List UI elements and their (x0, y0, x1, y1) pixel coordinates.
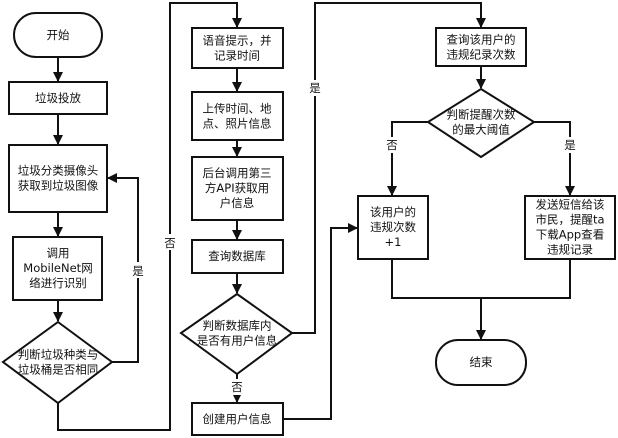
node-label-line: 创建用户信息 (203, 412, 272, 426)
label-user-no: 否 (231, 380, 243, 394)
node-label-judge-max: 判断提醒次数的最大阈值 (447, 108, 516, 137)
node-query-count (435, 27, 527, 67)
node-label-line: 垃圾分类摄像头 (18, 164, 99, 178)
label-max-yes: 是 (564, 138, 576, 152)
node-mobilenet (12, 236, 103, 301)
node-start (13, 12, 103, 58)
node-label-line: 查询该用户的 (447, 33, 516, 47)
node-label-line: 垃圾桶是否相同 (18, 363, 99, 377)
node-label-query-count: 查询该用户的违规纪录次数 (447, 33, 516, 62)
edge-create-increment (283, 223, 358, 420)
node-label-line: 下载App查看 (536, 228, 604, 242)
node-label-line: +1 (385, 235, 402, 249)
node-label-line: 违规纪录次数 (447, 48, 516, 62)
node-sms (524, 195, 616, 260)
node-label-line: 发送短信给该 (536, 198, 605, 212)
edge-max-no (387, 121, 428, 196)
node-query-db (191, 239, 284, 274)
node-label-line: 语音提示，并 (203, 34, 272, 48)
edge-judge-no (57, 2, 242, 431)
node-upload (191, 91, 284, 141)
node-label-judge-type: 判断垃圾种类与垃圾桶是否相同 (18, 348, 99, 377)
node-label-camera: 垃圾分类摄像头获取到垃圾图像 (18, 164, 99, 193)
node-label-line: 开始 (47, 28, 70, 42)
node-label-voice: 语音提示，并记录时间 (203, 34, 272, 63)
node-label-create-user: 创建用户信息 (203, 412, 272, 426)
node-label-api: 后台调用第三方API获取用户信息 (203, 166, 272, 210)
node-label-line: 判断垃圾种类与 (18, 348, 99, 362)
node-label-increment: 该用户的违规次数+1 (370, 205, 416, 249)
node-label-line: 违规记录 (547, 243, 593, 257)
node-voice (191, 27, 284, 69)
node-label-line: 垃圾投放 (35, 91, 81, 105)
node-label-line: 市民，提醒ta (535, 213, 604, 227)
node-label-line: 点、照片信息 (203, 117, 272, 131)
node-label-line: MobileNet网 (23, 261, 92, 275)
label-max-no: 否 (386, 138, 398, 152)
node-label-end: 结束 (470, 355, 493, 369)
node-label-line: 上传时间、地 (203, 102, 272, 116)
node-camera (8, 144, 108, 213)
node-judge-user (179, 292, 294, 376)
edge-increment-merge (391, 259, 571, 299)
node-judge-max (426, 87, 536, 159)
node-label-line: 判断提醒次数 (447, 108, 516, 122)
node-label-line: 的最大阈值 (452, 123, 510, 137)
node-label-line: 记录时间 (214, 49, 260, 63)
node-label-line: 违规次数 (370, 220, 416, 234)
node-label-line: 络进行识别 (29, 276, 87, 290)
node-label-line: 获取到垃圾图像 (18, 179, 99, 193)
node-label-line: 户信息 (220, 196, 255, 210)
node-drop (8, 81, 108, 115)
node-api (191, 156, 284, 221)
node-label-line: 方API获取用 (205, 181, 269, 195)
edge-max-yes (534, 121, 575, 196)
node-label-line: 是否有用户信息 (197, 334, 278, 348)
node-label-query-db: 查询数据库 (208, 249, 266, 263)
node-label-drop: 垃圾投放 (35, 91, 81, 105)
label-same-yes: 是 (132, 264, 144, 278)
label-same-no: 否 (164, 236, 176, 250)
node-label-upload: 上传时间、地点、照片信息 (203, 102, 272, 131)
node-label-start: 开始 (47, 28, 70, 42)
node-label-line: 后台调用第三 (203, 166, 272, 180)
node-end (435, 339, 527, 386)
node-judge-type (1, 320, 114, 405)
node-label-judge-user: 判断数据库内是否有用户信息 (197, 319, 278, 348)
label-user-yes: 是 (309, 81, 321, 95)
node-label-line: 查询数据库 (208, 249, 266, 263)
edge-judge-user-yes (292, 2, 486, 334)
node-label-line: 调用 (47, 246, 70, 260)
node-increment (357, 195, 429, 260)
node-label-line: 判断数据库内 (203, 319, 272, 333)
node-label-line: 结束 (470, 355, 493, 369)
node-create-user (191, 402, 284, 436)
node-label-line: 该用户的 (370, 205, 416, 219)
